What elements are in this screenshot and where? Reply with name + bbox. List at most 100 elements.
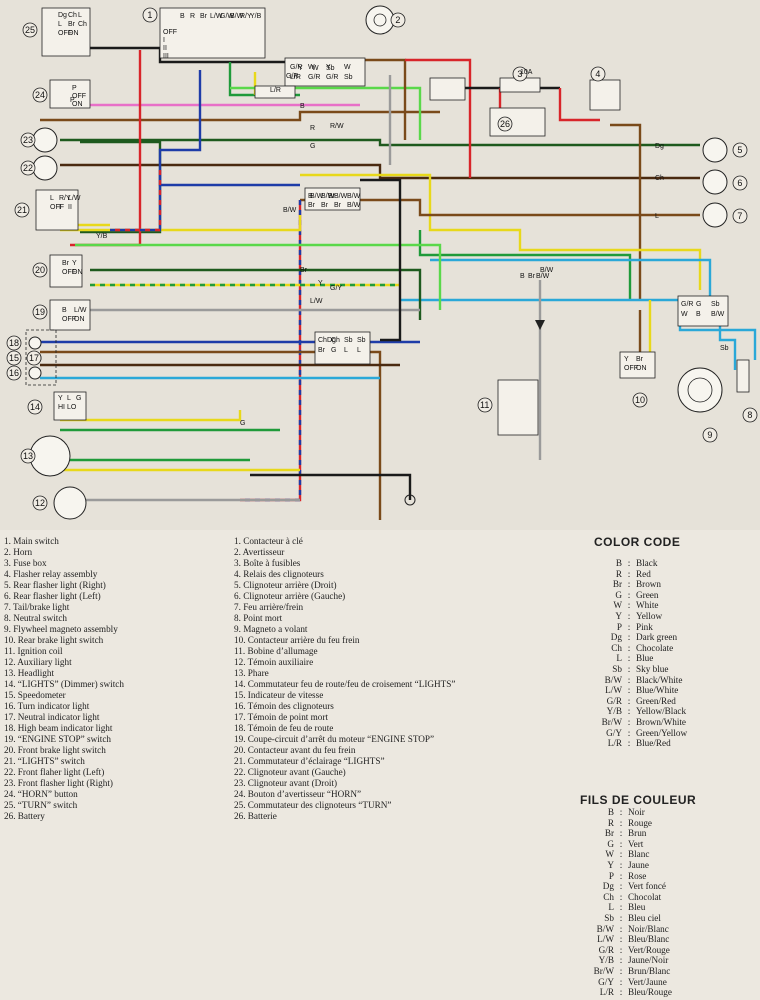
separator: :: [619, 849, 623, 860]
component-number: 16: [9, 368, 19, 378]
wire-label: G: [240, 420, 245, 427]
switch-label: W: [308, 64, 315, 71]
color-code-row: Br/W:Brun/Blanc: [582, 966, 672, 977]
component-number-circle: [32, 87, 48, 103]
legend-item: 24. “HORN” button: [4, 789, 78, 799]
switch-label: ON: [72, 269, 83, 276]
component-number-circle: [732, 208, 748, 224]
switch-label: Br: [528, 273, 536, 280]
separator: :: [619, 987, 623, 998]
color-code-row: G/Y:Green/Yellow: [590, 728, 687, 739]
component-number: 2: [395, 15, 400, 25]
component-number: 13: [23, 451, 33, 461]
separator: :: [619, 902, 623, 913]
color-code-row: Y:Yellow: [590, 611, 687, 622]
ignition-coil: [497, 379, 539, 436]
switch-label: L: [344, 347, 348, 354]
wire-g2: [418, 230, 632, 300]
legend-item: 8. Point mort: [234, 613, 283, 623]
color-name: Blue/Red: [636, 738, 671, 749]
component-number-circle: [26, 350, 42, 366]
separator: :: [627, 727, 631, 738]
main-switch-row: I: [163, 37, 165, 44]
color-code-row: W:Blanc: [582, 849, 672, 860]
legend-item: 2. Avertisseur: [234, 547, 285, 557]
wire-b-gnd: [250, 473, 412, 500]
component-number: 21: [17, 205, 27, 215]
color-code: L/W: [597, 934, 614, 945]
separator: :: [619, 828, 623, 839]
color-code: W: [605, 849, 614, 860]
separator: :: [619, 881, 623, 892]
component-number-circle: [477, 397, 493, 413]
switch-label: B/W: [347, 193, 361, 200]
legend-item: 13. Phare: [234, 668, 269, 678]
switch-label: W: [344, 64, 351, 71]
switch-label: Br: [318, 347, 326, 354]
wire-r2: [558, 88, 600, 122]
color-code-row: P:Pink: [590, 622, 687, 633]
component-number: 9: [707, 430, 712, 440]
color-code-row: B/W:Noir/Blanc: [582, 924, 672, 935]
switch-label: L/W: [68, 195, 81, 202]
switch-label: ON: [74, 316, 85, 323]
components: [25, 5, 750, 520]
front-flasher-right: [32, 127, 58, 153]
color-name: Yellow/Black: [636, 706, 687, 717]
separator: :: [627, 685, 631, 696]
color-code: Y/B: [598, 955, 614, 966]
switch-label: Ch: [331, 337, 340, 344]
wire-label: B/W: [283, 207, 297, 214]
color-name: Bleu: [628, 902, 646, 913]
component-number-circle: [742, 407, 758, 423]
color-code: Br: [604, 828, 614, 839]
switch-label: G/R: [326, 74, 338, 81]
color-name: Pink: [636, 621, 653, 632]
legend-item: 18. Témoin de feu de route: [234, 723, 334, 733]
switch-label: B: [308, 193, 313, 200]
legend-item: 5. Clignoteur arrière (Droit): [234, 580, 337, 590]
switch-label: OFF: [62, 316, 76, 323]
wire-ch: [60, 163, 700, 180]
upper-connector-block: [284, 57, 366, 87]
component-number: 22: [23, 163, 33, 173]
component-number-circle: [702, 427, 718, 443]
wire-label: B/W: [540, 267, 554, 274]
switch-label: Y: [624, 356, 629, 363]
color-name: Brun: [628, 828, 647, 839]
wire-label: R: [310, 125, 315, 132]
legend-item: 10. Rear brake light switch: [4, 635, 104, 645]
component-number: 7: [737, 211, 742, 221]
legend-item: 7. Feu arrière/frein: [234, 602, 304, 612]
legend-item: 9. Flywheel magneto assembly: [4, 624, 118, 634]
switch-label: Ch: [78, 21, 87, 28]
legend-item: 24. Bouton d’avertisseur “HORN”: [234, 789, 362, 799]
color-code-row: G/Y:Vert/Jaune: [582, 977, 672, 988]
separator: :: [627, 610, 631, 621]
wire-l2-stripe: [110, 170, 162, 232]
color-code: G: [615, 589, 622, 600]
component-number: 14: [30, 402, 40, 412]
separator: :: [627, 716, 631, 727]
legend-item: 1. Contacteur à clé: [234, 536, 303, 546]
component-number: 17: [29, 353, 39, 363]
flywheel-magneto: [677, 367, 723, 413]
wire-label: G: [310, 143, 315, 150]
wire-label: Br: [300, 267, 308, 274]
component-number-circle: [20, 160, 36, 176]
color-code-row: Ch:Chocolate: [590, 643, 687, 654]
component-number-circle: [6, 335, 22, 351]
color-name: Noir: [628, 807, 645, 817]
color-code-row: L/R:Bleu/Rouge: [582, 987, 672, 998]
wire-label: P: [70, 97, 75, 104]
component-number: 11: [480, 400, 489, 410]
main-switch-col: G/W: [220, 13, 234, 20]
speedometer: [25, 329, 57, 386]
lower-connector-block: [314, 331, 371, 365]
legend-item: 11. Bobine d’allumage: [234, 646, 318, 656]
separator: :: [619, 838, 623, 849]
switch-label: L: [78, 12, 82, 19]
component-number-circle: [6, 365, 22, 381]
rear-brake-switch: [619, 351, 656, 379]
